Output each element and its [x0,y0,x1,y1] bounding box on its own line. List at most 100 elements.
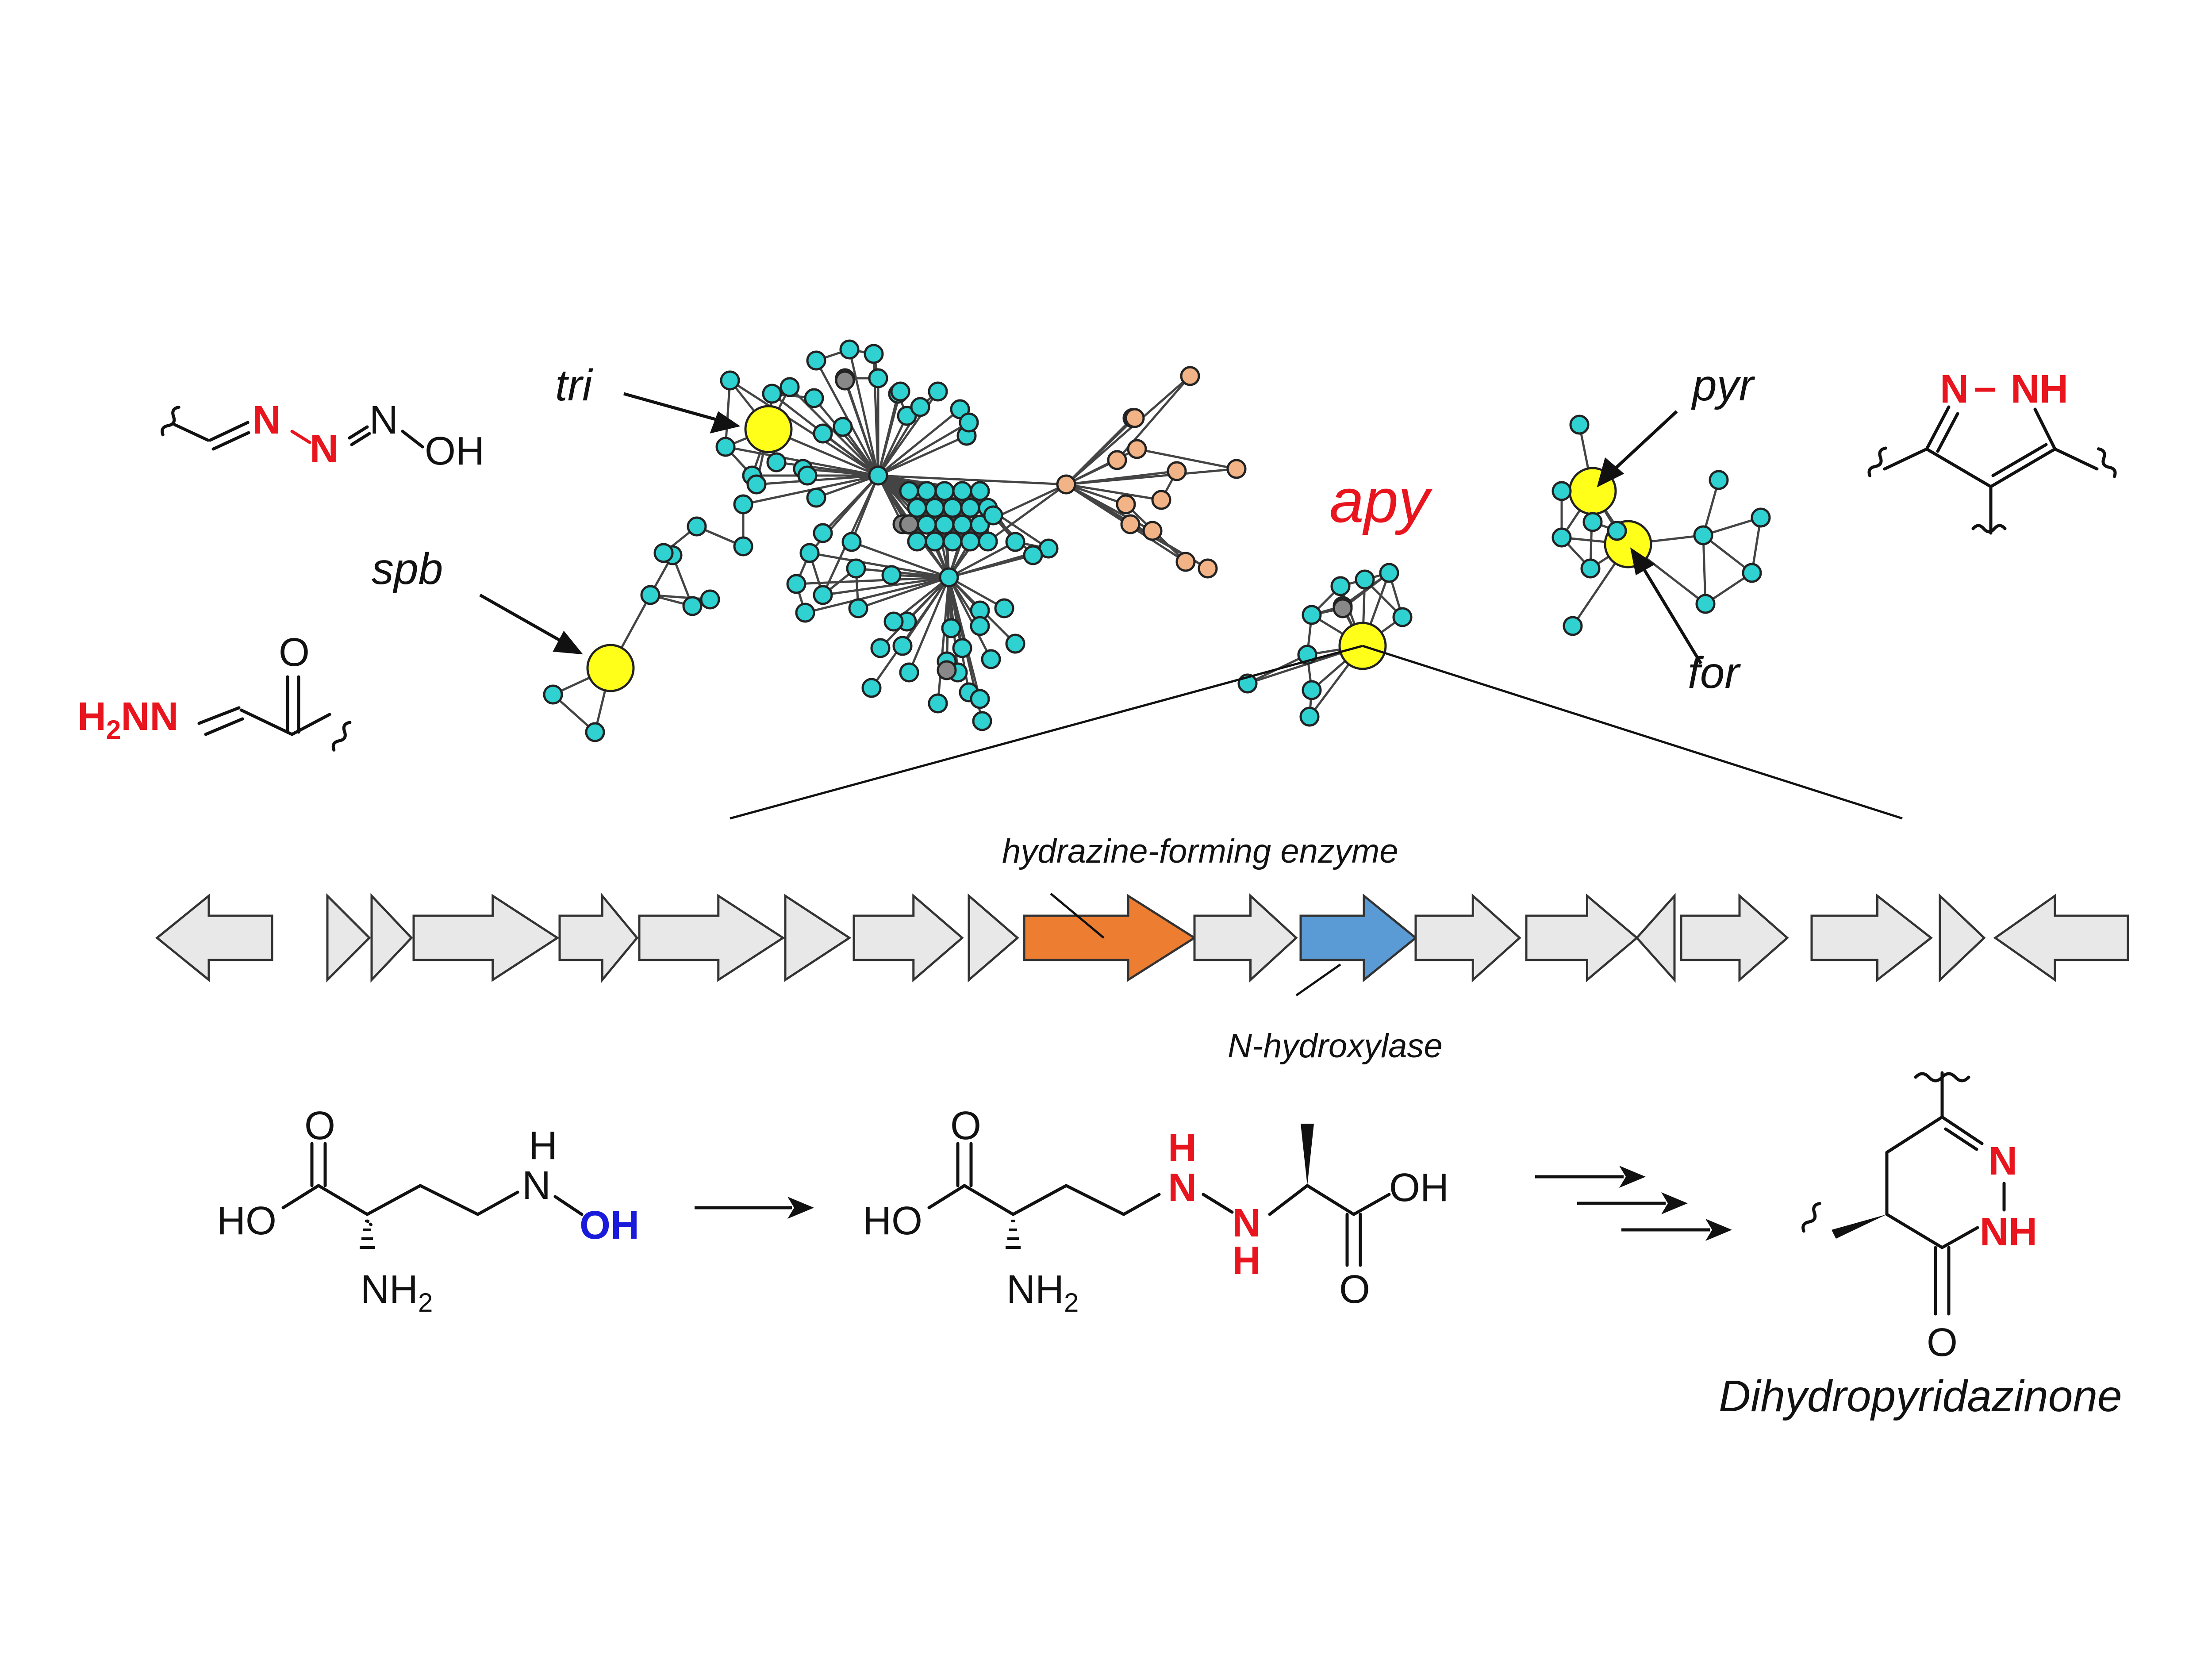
bond-tl-3 [290,430,311,444]
network-node-grey [937,660,957,680]
bond-s-2 [317,1184,369,1216]
network-node [1693,525,1713,545]
tl-n2: N [310,427,338,471]
i-cooh-oh: OH [1389,1166,1449,1210]
network-node [746,474,767,495]
network-node [939,567,959,587]
network-node [952,638,972,658]
label-tri: tri [555,361,593,410]
bond-pz-3 [1989,447,2057,488]
network-node [928,381,948,402]
network-edge [908,577,950,673]
network-node [970,514,990,535]
network-node [762,384,782,404]
network-node [868,465,888,486]
squiggle-pz-left [1867,446,1888,477]
bond-tl-4a [348,425,369,440]
network-node-orange [1180,366,1200,386]
arrow-3-head [1661,1192,1688,1214]
network-node [733,494,753,514]
squiggle-mid-left [331,721,352,752]
bond-p-2 [1885,1115,1944,1154]
arrow-tri [623,392,719,422]
network-edge [805,576,949,614]
network-edge [1065,417,1136,485]
ml-o: O [279,630,310,675]
network-node-grey [899,514,919,534]
i-nh2-text: NH [1006,1267,1064,1312]
bond-i-6 [1202,1193,1234,1214]
network-node [1563,616,1583,636]
arrow-2-head [1619,1166,1646,1188]
network-edge [848,349,879,476]
network-node [978,531,998,552]
i-n-top-h: H [1168,1126,1197,1170]
network-node [806,350,826,371]
network-node [960,498,980,518]
bond-s-4 [419,1184,480,1216]
annotation-line-hydrazine [1050,893,1105,939]
network-edge [877,408,961,476]
i-nh2: NH2 [1006,1267,1079,1317]
tl-oh: OH [425,429,484,473]
bond-ml-4 [290,713,331,736]
network-node [983,505,1003,526]
bond-pz-3b [1991,443,2048,477]
i-cooh-o: O [1339,1267,1370,1312]
network-node [952,514,972,535]
gene-arrow [155,893,273,983]
network-node [890,381,910,402]
gene-arrow [1193,893,1298,983]
bond-p-6a [1940,1115,1984,1145]
bond-s-1 [281,1184,320,1209]
network-node [941,618,961,638]
network-edges [552,348,1762,733]
gene-arrow [326,893,371,983]
arrow-4-head [1705,1219,1732,1241]
gene-arrow [370,893,413,983]
bond-i-2 [963,1184,1015,1216]
squiggle-p-left [1801,1202,1821,1233]
pz-dash: – [1974,365,1996,409]
network-node [786,574,806,594]
stereo-hash-substrate [360,1220,375,1249]
network-node [804,388,824,408]
ml-nn: NN [121,695,178,739]
network-node [907,531,927,552]
network-node [868,368,888,388]
s-oh: OH [580,1203,639,1248]
network-edge [822,576,949,596]
bond-pz-4 [2033,407,2057,451]
gene-arrow-n-hydroxylase [1299,893,1417,983]
gene-cluster [155,893,2129,983]
network-node-orange [1116,494,1136,514]
bond-p-6b [1944,1127,1978,1151]
network-edge [1129,523,1209,570]
bond-tl-2a [208,421,250,442]
network-node-orange [1120,514,1141,534]
network-edge [809,552,949,579]
wedge-intermediate [1301,1124,1314,1186]
p-n: N [1989,1139,2017,1183]
network-node [928,693,948,714]
bond-ml-1b [204,717,244,736]
network-edge [756,474,879,486]
network-node [917,514,937,535]
arrow-spb [479,593,563,643]
network-edge [724,380,731,447]
product-name: Dihydropyridazinone [1719,1371,2122,1421]
network-edge [987,483,1067,543]
s-nh2-text: NH [361,1267,418,1312]
network-edge [841,426,879,476]
network-node [861,678,882,698]
network-node-tri [744,405,793,453]
s-ho: HO [217,1199,276,1243]
ml-h: H2NN [77,695,178,745]
p-o: O [1927,1321,1958,1365]
gene-arrow [784,894,852,982]
network-edge [870,576,950,689]
network-node [780,377,800,397]
network-node [981,649,1001,669]
network-node-orange [1198,558,1218,579]
network-node [839,339,860,360]
